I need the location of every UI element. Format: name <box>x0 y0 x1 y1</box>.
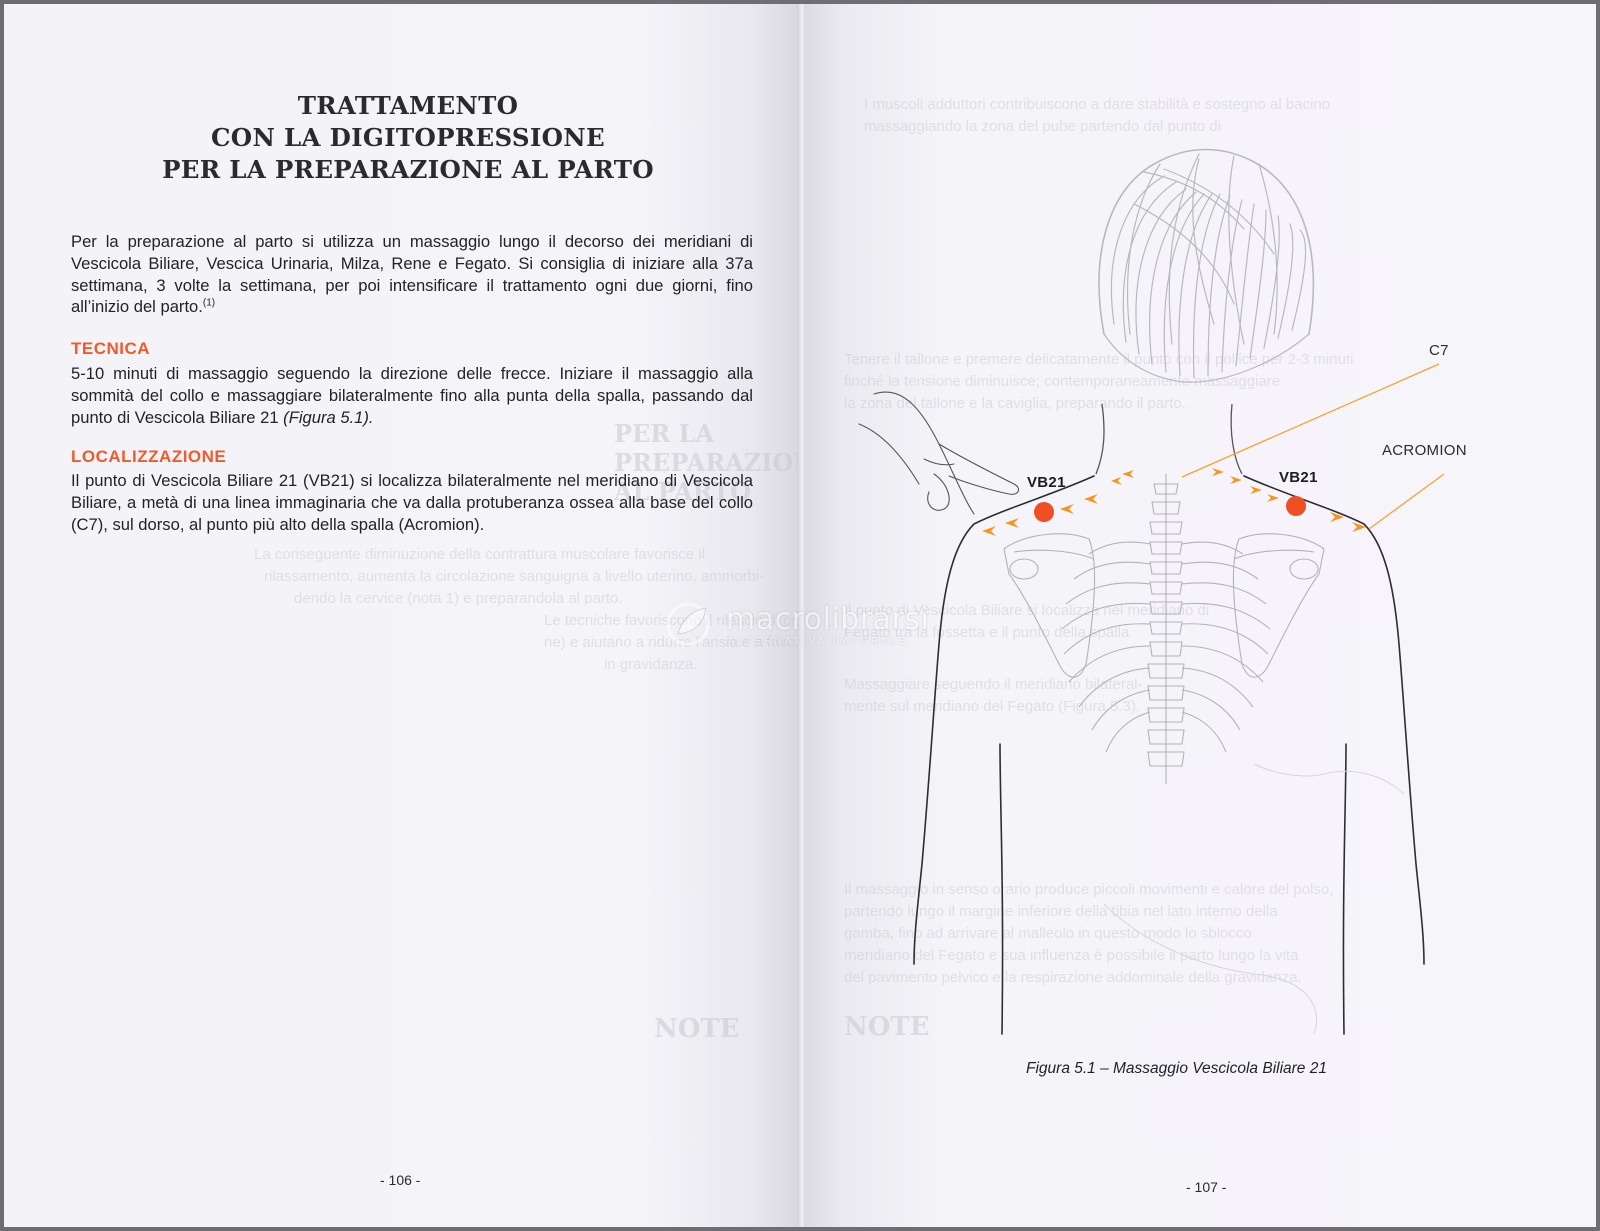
vb21-label-left: VB21 <box>1027 474 1066 491</box>
bleed-through-text: gamba, fino ad arrivare al malleolo in q… <box>844 925 1252 942</box>
arrow-icon <box>1212 468 1224 476</box>
bleed-through-text: rilassamento, aumenta la circolazione sa… <box>264 568 765 585</box>
bleed-through-drawing <box>1103 763 1405 1035</box>
bleed-through-text: meridiano del Fegato e sua influenza è p… <box>844 947 1299 964</box>
page-number: - 106 - <box>380 1172 421 1188</box>
figure-reference: (Figura 5.1). <box>283 407 374 427</box>
section-heading-localizzazione: LOCALIZZAZIONE <box>71 447 227 466</box>
ribs-right <box>1181 541 1271 753</box>
arrow-icon <box>982 526 996 536</box>
bleed-through-heading: PER LA PREPARAZIONE AL PARTO <box>614 419 800 506</box>
bleed-through-text: Tenere il tallone e premere delicatament… <box>844 351 1354 368</box>
massage-arrows <box>982 468 1366 536</box>
neck-outline <box>1095 403 1243 475</box>
bleed-through-text: mente sul meridiano del Fegato (Figura 5… <box>844 698 1140 715</box>
arrow-icon <box>1330 512 1344 522</box>
section-heading-tecnica: TECNICA <box>71 339 151 358</box>
c7-label: C7 <box>1429 342 1449 359</box>
leader-lines <box>1181 363 1445 530</box>
bleed-through-text: Il massaggio in senso orario produce pic… <box>844 881 1334 898</box>
bleed-through-text: ne) e aiutano a ridurre l'ansia e a favo… <box>544 634 800 651</box>
watermark-subtext: ALTERNATIVA NATURALE <box>728 636 909 647</box>
tecnica-text: 5-10 minuti di massaggio seguendo la dir… <box>71 364 753 427</box>
vb21-point-right <box>1286 496 1306 516</box>
book-spread: PER LA PREPARAZIONE AL PARTO NOTE La con… <box>4 4 1596 1227</box>
arrow-icon <box>1250 486 1262 494</box>
vertebrae <box>1147 483 1185 767</box>
arrow-icon <box>1352 522 1366 532</box>
pointing-hand <box>858 391 1020 515</box>
arrow-icon <box>1230 476 1242 484</box>
bleed-through-text: La conseguente diminuzione della contrat… <box>254 546 706 563</box>
skeleton-drawing <box>1003 474 1325 784</box>
vb21-label-right: VB21 <box>1279 469 1318 486</box>
tecnica-paragraph: 5-10 minuti di massaggio seguendo la dir… <box>71 363 753 428</box>
ribs-left <box>1061 541 1151 753</box>
book-gutter <box>797 4 807 1227</box>
localizzazione-paragraph: Il punto di Vescicola Biliare 21 (VB21) … <box>71 471 753 534</box>
c7-leader-line <box>1181 363 1440 478</box>
footnote-ref: (1) <box>202 297 216 309</box>
figure-caption: Figura 5.1 – Massaggio Vescicola Biliare… <box>1026 1060 1327 1077</box>
right-page: I muscoli adduttori contribuiscono a dar… <box>804 4 1596 1227</box>
arrow-icon <box>1111 477 1122 485</box>
arrow-icon <box>1005 518 1019 528</box>
bleed-through-text: del pavimento pelvico e la respirazione … <box>844 969 1302 986</box>
arrow-icon <box>1122 470 1134 478</box>
title-line: PER LA PREPARAZIONE AL PARTO <box>162 155 654 184</box>
bleed-through-text: dendo la cervice (nota 1) e preparandola… <box>294 590 623 607</box>
left-page: PER LA PREPARAZIONE AL PARTO NOTE La con… <box>4 4 800 1227</box>
vb21-point-left <box>1034 502 1054 522</box>
bleed-through-text: Le tecniche favoriscono il rilascio di o… <box>544 612 800 629</box>
arrow-icon <box>1060 504 1074 514</box>
leaf-logo-icon <box>666 602 710 646</box>
arrow-icon <box>1267 494 1279 502</box>
acromion-leader-line <box>1368 473 1445 530</box>
bleed-through-text: in gravidanza. <box>604 656 698 673</box>
bleed-through-text: la zona del tallone e la caviglia, prepa… <box>844 395 1186 412</box>
bleed-through-text: Il punto di Vescicola Biliare si localiz… <box>844 602 1210 619</box>
watermark-text: macrolibrarsi <box>726 602 930 637</box>
figure-5-1-illustration <box>858 148 1445 1035</box>
body-outline <box>913 475 1425 1035</box>
scapulae <box>1003 533 1325 678</box>
title-line: TRATTAMENTO <box>297 91 519 120</box>
intro-text: Per la preparazione al parto si utilizza… <box>71 232 753 317</box>
bleed-through-text: Fegato tra la fossetta e il punto della … <box>844 624 1130 641</box>
bleed-through-text: finché la tensione diminuisce; contempor… <box>844 373 1281 390</box>
bleed-through-text: Massaggiare seguendo il meridiano bilate… <box>844 676 1143 693</box>
page-number: - 107 - <box>1186 1179 1227 1195</box>
arrow-icon <box>1084 494 1098 504</box>
hair-drawing <box>1098 148 1315 383</box>
bleed-through-text: partendo lungo il margine inferiore dell… <box>844 903 1278 920</box>
page-title: TRATTAMENTO CON LA DIGITOPRESSIONE PER L… <box>104 90 712 186</box>
bleed-through-heading-note: NOTE <box>844 1012 930 1042</box>
bleed-through-heading-note: NOTE <box>654 1014 740 1044</box>
acromion-label: ACROMION <box>1382 442 1467 459</box>
title-line: CON LA DIGITOPRESSIONE <box>211 123 605 152</box>
intro-paragraph: Per la preparazione al parto si utilizza… <box>71 231 753 318</box>
bleed-through-text: I muscoli adduttori contribuiscono a dar… <box>864 96 1331 113</box>
watermark: macrolibrarsi ALTERNATIVA NATURALE <box>662 594 962 654</box>
bleed-through-text: massaggiando la zona del pube partendo d… <box>864 118 1221 135</box>
